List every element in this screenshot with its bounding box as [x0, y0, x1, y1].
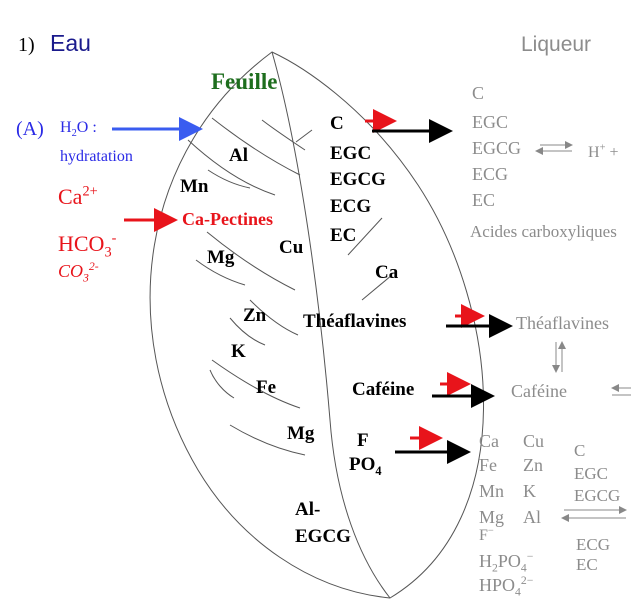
- liquor-bottom-c: C: [574, 441, 586, 460]
- liquor-theaflavines: Théaflavines: [516, 313, 609, 333]
- liquor-f: F−: [479, 525, 494, 544]
- liqueur-title: Liqueur: [521, 33, 592, 56]
- leaf-cafeine: Caféine: [352, 379, 415, 400]
- liquor-ca: Ca: [479, 431, 499, 451]
- h-plus-label: H+ +: [588, 142, 619, 161]
- leaf-f: F: [357, 430, 369, 451]
- liquor-bottom-ec: EC: [576, 555, 598, 574]
- leaf-theaflavines: Théaflavines: [303, 311, 407, 332]
- liquor-catechin-ec: EC: [472, 190, 496, 210]
- label-A: (A): [16, 118, 44, 140]
- leaf-catechin-c: C: [330, 113, 344, 134]
- liquor-catechin-egcg: EGCG: [472, 138, 521, 158]
- liquor-hpo4: HPO42−: [479, 574, 534, 599]
- leaf-ca: Ca: [375, 262, 399, 283]
- liquor-catechin-c: C: [472, 83, 485, 103]
- leaf-al-egcg-1: Al-: [295, 499, 321, 520]
- liquor-al: Al: [523, 507, 541, 527]
- leaf-mg-1: Mg: [207, 247, 235, 268]
- leaf-po4: PO4: [349, 454, 382, 478]
- leaf-catechin-egcg: EGCG: [330, 169, 386, 190]
- leaf-fe: Fe: [256, 377, 277, 398]
- leaf-mn: Mn: [180, 176, 209, 197]
- liquor-h2po4: H2PO4−: [479, 550, 534, 575]
- leaf-catechin-ecg: ECG: [330, 196, 372, 217]
- liquor-mn: Mn: [479, 481, 505, 501]
- liquor-cu: Cu: [523, 431, 545, 451]
- leaf-al-egcg-2: EGCG: [295, 526, 351, 547]
- h2o-label: H2O :: [60, 119, 97, 140]
- co3-label: CO32-: [58, 260, 99, 285]
- leaf-cu: Cu: [279, 237, 304, 258]
- hydratation-label: hydratation: [60, 148, 133, 165]
- liquor-catechin-egc: EGC: [472, 112, 508, 132]
- liquor-cafeine: Caféine: [511, 381, 567, 401]
- equilibrium-arrows: [535, 141, 631, 522]
- liquor-mg: Mg: [479, 507, 505, 527]
- leaf-veins: [187, 117, 393, 456]
- liquor-bottom-egcg: EGCG: [574, 486, 621, 505]
- feuille-title: Feuille: [211, 69, 278, 94]
- hco3-label: HCO3-: [58, 230, 117, 261]
- leaf-zn: Zn: [243, 305, 267, 326]
- step-number: 1): [18, 34, 35, 56]
- leaf-catechin-egc: EGC: [330, 143, 372, 164]
- leaf-mg-2: Mg: [287, 423, 315, 444]
- leaf-catechin-ec: EC: [330, 225, 357, 246]
- acides-carboxyliques: Acides carboxyliques: [470, 222, 617, 241]
- leaf-al: Al: [229, 145, 248, 166]
- liquor-bottom-egc: EGC: [574, 464, 608, 483]
- ca2plus-label: Ca2+: [58, 183, 98, 209]
- liquor-bottom-ecg: ECG: [576, 535, 610, 554]
- leaf-midrib: [271, 51, 391, 599]
- liquor-zn: Zn: [523, 455, 543, 475]
- liquor-fe: Fe: [479, 455, 497, 475]
- leaf-k: K: [231, 341, 246, 362]
- ca-pectines-label: Ca-Pectines: [182, 209, 273, 229]
- eau-title: Eau: [50, 30, 91, 56]
- liquor-catechin-ecg: ECG: [472, 164, 508, 184]
- liquor-k: K: [523, 481, 536, 501]
